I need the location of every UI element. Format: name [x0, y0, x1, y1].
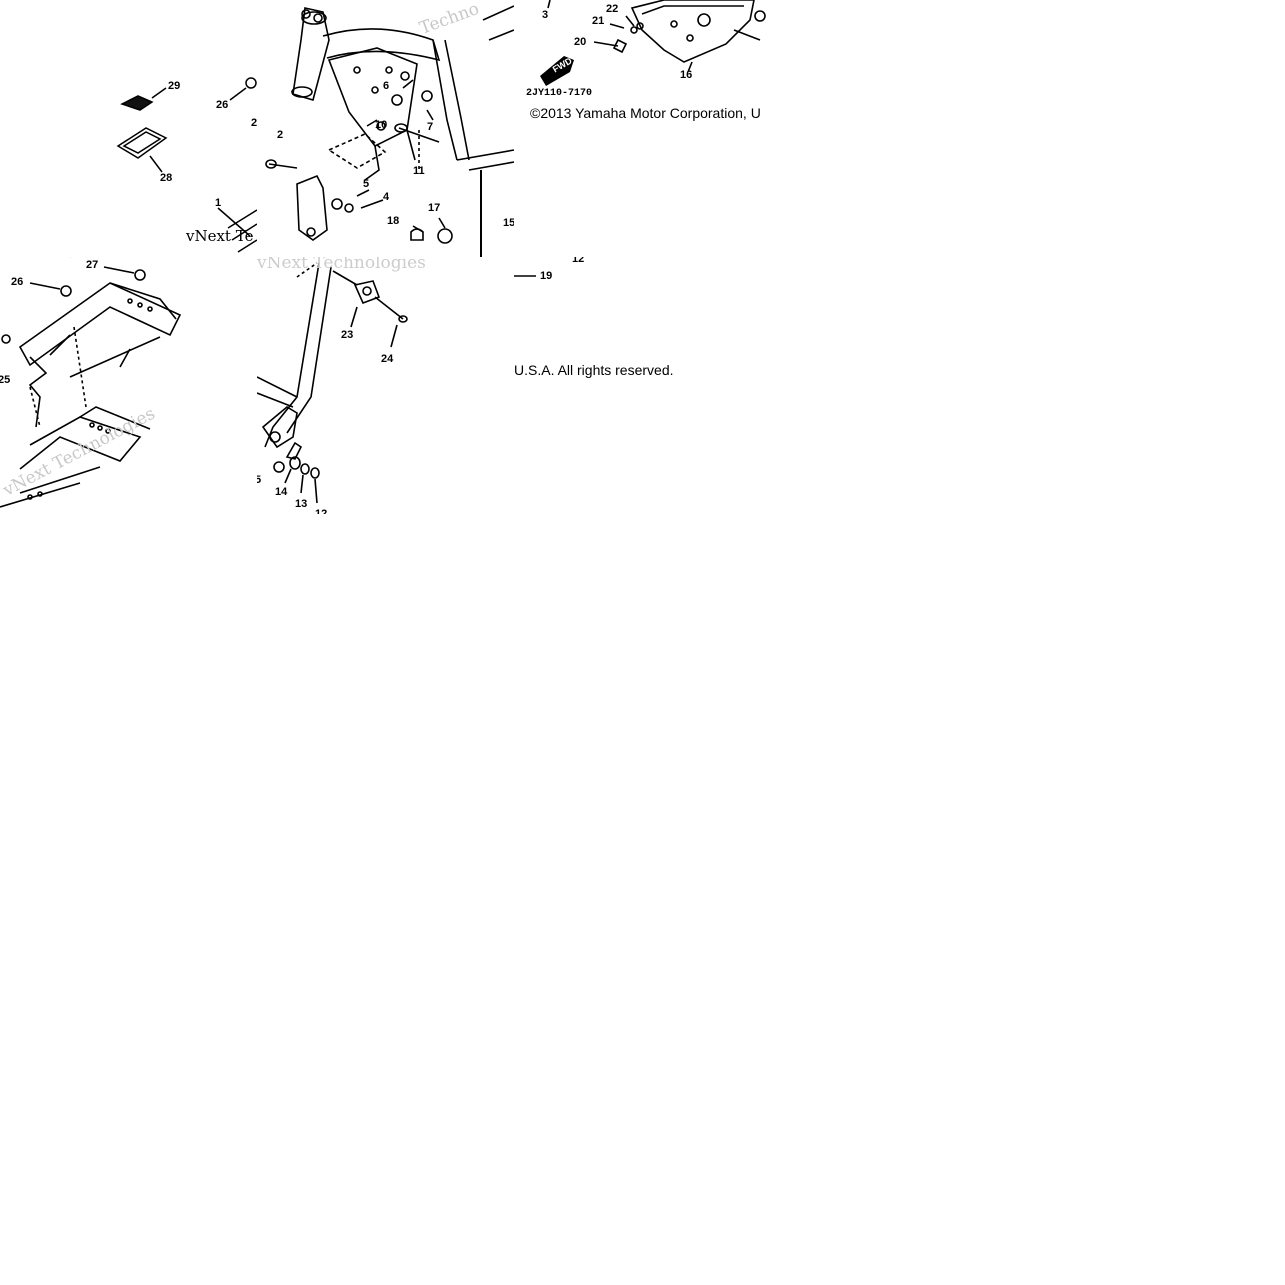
- frame-drawing: [265, 5, 514, 257]
- copyright-text-continued: U.S.A. All rights reserved.: [514, 362, 674, 378]
- engine-mount-drawing: [257, 262, 408, 504]
- callout-26: 26: [11, 276, 24, 288]
- callout-22: 22: [606, 3, 619, 15]
- watermark: vNext Technologies: [257, 257, 426, 273]
- callout-26: 26: [216, 99, 229, 111]
- callout-3: 3: [542, 9, 549, 21]
- copyright-text: ©2013 Yamaha Motor Corporation, U: [530, 105, 761, 121]
- callout-23: 23: [341, 329, 354, 341]
- callout-2: 2: [251, 117, 257, 129]
- callout-15: 15: [503, 217, 514, 229]
- diagram-tile-top-left: 29 26 2 28 1 vNext Te: [0, 0, 257, 257]
- callout-7: 7: [427, 121, 434, 133]
- callout-29: 29: [168, 80, 181, 92]
- diagram-tile-center: 23 24 5 14 13 12 vNext Technologies: [257, 257, 514, 514]
- callout-21: 21: [592, 15, 605, 27]
- callout-12: 12: [315, 508, 328, 515]
- callout-13: 13: [295, 498, 308, 510]
- callout-5: 5: [257, 474, 262, 486]
- watermark: vNext Te: [186, 227, 254, 245]
- callout-1: 1: [215, 197, 222, 209]
- callout-leaders: [514, 275, 536, 277]
- callout-20: 20: [574, 36, 587, 48]
- callout-24: 24: [381, 353, 394, 365]
- callout-4: 4: [383, 191, 390, 203]
- callout-16: 16: [680, 69, 693, 81]
- parts-drawing: [116, 77, 257, 253]
- callout-19: 19: [540, 270, 553, 282]
- callout-14: 14: [275, 486, 288, 498]
- diagram-tile-top-middle: 6 10 7 2 11 5 4 18 17 15 Techno: [257, 0, 514, 257]
- callout-2: 2: [277, 129, 284, 141]
- rear-frame-drawing: [0, 257, 182, 508]
- diagram-code: 2JY110-7170: [526, 88, 593, 99]
- callout-5: 5: [363, 178, 370, 190]
- diagram-tile-middle-left: 8 9 27 26 25 vNext Technologies: [0, 257, 257, 514]
- callout-28: 28: [160, 172, 173, 184]
- callout-18: 18: [387, 215, 400, 227]
- callout-11: 11: [413, 165, 425, 177]
- callout-12: 12: [572, 257, 585, 265]
- skid-plate-drawing: [540, 0, 766, 86]
- callout-17: 17: [428, 202, 441, 214]
- diagram-tile-middle-right: 19 12 U.S.A. All rights reserved.: [514, 257, 771, 514]
- diagram-tile-top-right: 3 22 21 20 16 FWD 2JY110-7170 ©2013 Yama…: [514, 0, 771, 257]
- callout-10: 10: [375, 119, 388, 131]
- callout-25: 25: [0, 374, 11, 386]
- callout-6: 6: [383, 80, 390, 92]
- callout-27: 27: [86, 259, 99, 271]
